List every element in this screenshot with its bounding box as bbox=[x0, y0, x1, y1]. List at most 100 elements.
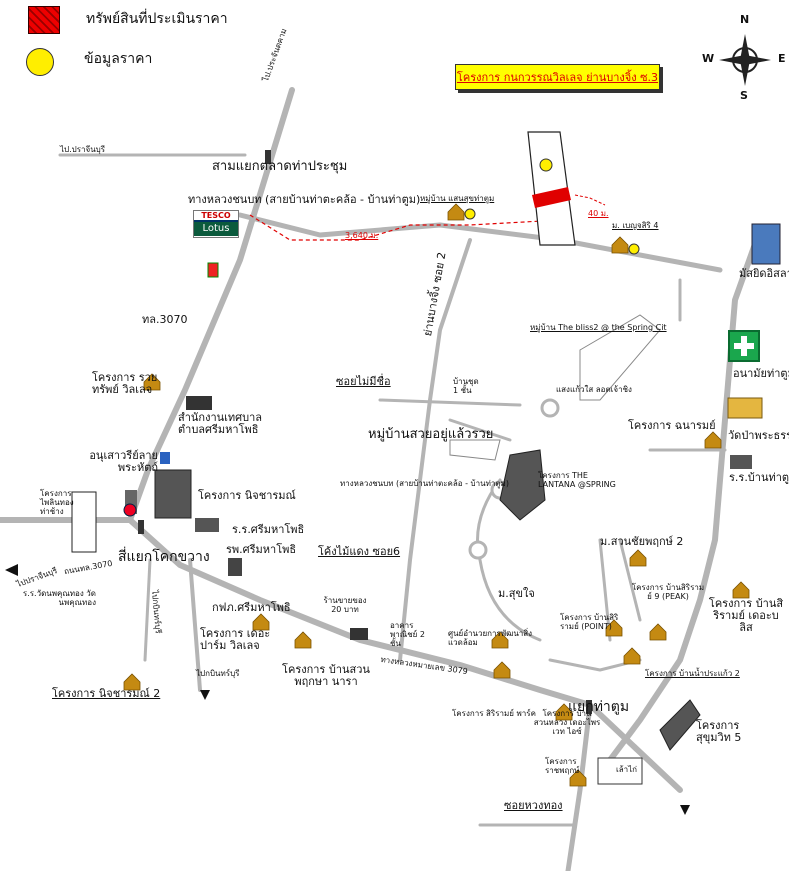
road-local-east-2 bbox=[618, 538, 642, 622]
house-icon-ratch bbox=[569, 769, 587, 787]
temple-building bbox=[727, 397, 763, 419]
label-pl3070: ทล.3070 bbox=[142, 313, 188, 326]
label-suan-chai: ม.สวนชัยพฤกษ์ 2 bbox=[600, 535, 684, 548]
label-siriram-park: โครงการ สิริรามย์ พาร์ค bbox=[452, 709, 536, 718]
hospital-building bbox=[228, 558, 242, 576]
road-right-vertical bbox=[607, 227, 763, 763]
sign-red bbox=[207, 262, 219, 278]
lantana-plot bbox=[499, 449, 546, 521]
label-ratchaphruek: โครงการ ราชพฤกษ์ bbox=[545, 757, 580, 775]
label-school-srimaha: ร.ร.ศรีมหาโพธิ bbox=[232, 523, 305, 536]
road-local-3 bbox=[448, 418, 512, 442]
arrow-west bbox=[5, 564, 18, 576]
price-dot-1 bbox=[539, 158, 553, 172]
shop-building bbox=[350, 628, 368, 640]
label-to-prachinburi: ไป.ปราจีนบุรี bbox=[60, 145, 106, 154]
route-path bbox=[249, 214, 561, 241]
label-siriram-bliss: โครงการ บ้านสิริรามย์ เดอะบลิส bbox=[708, 597, 784, 635]
label-suan-luang: โครงการ บ้านสวนหลวง เดอะไพรเวท ไอซ์ bbox=[533, 709, 601, 736]
house-icon-bliss bbox=[732, 581, 750, 599]
road-soi-6 bbox=[378, 398, 522, 407]
label-highway-3079-b: ไปกบินทร์บุรี bbox=[196, 669, 240, 678]
project-title: โครงการ กนกวรรณวิลเลจ ย่านบางจิ้ง ซ.3 bbox=[455, 64, 660, 90]
house-icon-sukjai bbox=[493, 661, 511, 679]
label-sa-yaek-khok: สี่แยกโคกขวาง bbox=[118, 549, 210, 565]
label-shop20: ร้านขายของ 20 บาท bbox=[323, 596, 367, 614]
chicken-box bbox=[597, 757, 643, 785]
label-muban-saensuk: หมู่บ้าน แสนสุขท่าตูม bbox=[420, 194, 495, 203]
municipal-building bbox=[186, 396, 212, 410]
house-icon-nampr bbox=[623, 647, 641, 665]
house-icon-point bbox=[605, 619, 623, 637]
label-ban-suan: โครงการ บ้านสวน พฤกษา นารา bbox=[282, 663, 370, 689]
traffic-light-1 bbox=[265, 150, 271, 164]
price-dot-3 bbox=[628, 243, 640, 255]
road-curve bbox=[476, 478, 542, 642]
sign-blue bbox=[160, 452, 170, 464]
ptt-logo bbox=[123, 503, 137, 517]
arrow-south-1 bbox=[200, 690, 210, 700]
label-muban-suay: หมู่บ้านสวยอยู่แล้วรวย bbox=[368, 427, 494, 442]
traffic-light-2 bbox=[138, 520, 144, 534]
prok-block bbox=[71, 491, 97, 553]
house-icon-suanchai bbox=[629, 549, 647, 567]
label-soi-mai-mi-chue: ซอยไม่มีชื่อ bbox=[336, 375, 391, 388]
label-sam-yaek: สามแยกตลาดท่าประชุม bbox=[212, 159, 348, 174]
label-wat-school: ร.ร.วัดนพคุณทอง วัดนพคุณทอง bbox=[22, 589, 96, 607]
label-ruay: โครงการ รวย ทรัพย์ วิลเลจ bbox=[92, 371, 158, 397]
label-dist-3640: 3,640 ม. bbox=[345, 231, 379, 240]
label-mo-bencha: ม. เบญจสิริ 4 bbox=[612, 221, 659, 230]
road-soi2 bbox=[398, 238, 472, 662]
label-dist-40: 40 ม. bbox=[588, 209, 609, 218]
house-icon-suanluang bbox=[555, 703, 573, 721]
label-mo-sukjai: ม.สุขใจ bbox=[498, 587, 535, 600]
label-khok-mai-daeng: โค้งไม้แดง ซอย6 bbox=[318, 545, 401, 558]
label-saen-sueb: แสงแก้วใส ลอตเจ้าชิง bbox=[556, 385, 632, 394]
road-north-west bbox=[127, 87, 295, 523]
house-icon-danarom bbox=[704, 431, 722, 449]
house-icon-ruay bbox=[143, 373, 161, 391]
label-kfp: กฟภ.ศรีมหาโพธิ bbox=[212, 601, 291, 614]
label-highway-detour: ทางหลวงชนบท (สายบ้านท่าตะคล้อ - บ้านท่าต… bbox=[188, 193, 421, 206]
roundabout-3 bbox=[468, 540, 488, 560]
house-icon-bencha bbox=[611, 236, 629, 254]
compass-s: S bbox=[740, 89, 748, 102]
road-local-east bbox=[598, 538, 612, 642]
label-danarom: โครงการ ฉนารมย์ bbox=[628, 419, 716, 432]
route-40m bbox=[574, 194, 606, 206]
school-building bbox=[195, 518, 219, 532]
label-rural-road-small: ทางหลวงชนบท (สายบ้านท่าตะคล้อ - บ้านท่าต… bbox=[340, 479, 509, 488]
label-nitcharam2: โครงการ นิจชารมณ์ 2 bbox=[52, 687, 161, 700]
label-point: โครงการ บ้านสิริรามย์ (POINT) bbox=[560, 613, 619, 631]
label-muban-1chan: บ้านชุด 1 ชั้น bbox=[453, 377, 479, 395]
legend-price-swatch bbox=[26, 48, 54, 76]
label-mosque: มัสยิดอิสลาม bbox=[739, 267, 789, 280]
road-south bbox=[565, 702, 593, 871]
suan-suay-outline bbox=[449, 439, 501, 461]
house-icon-siriram9 bbox=[649, 623, 667, 641]
label-monument: อนุเสาวรีย์ลาย พระหัตถ์ bbox=[89, 449, 158, 475]
house-icon-bansuan bbox=[294, 631, 312, 649]
label-soi-huang: ซอยหวงทอง bbox=[504, 799, 563, 812]
road-side-1 bbox=[143, 558, 152, 662]
label-school-thatum: ร.ร.บ้านท่าตูม bbox=[729, 471, 789, 484]
nitcharam-block bbox=[154, 469, 192, 519]
legend-assessed-label: ทรัพย์สินที่ประเมินราคา bbox=[86, 11, 228, 27]
bliss2-outline bbox=[579, 314, 661, 401]
label-yaek-thatum: แยกท่าตูม bbox=[568, 699, 630, 715]
road-nitcharam2 bbox=[188, 558, 202, 692]
house-icon-nitcharam2 bbox=[123, 673, 141, 691]
label-sakol: ศูนย์อำนวยการพัฒนาสิ่งแวดล้อม bbox=[448, 629, 533, 647]
arrow-south-2 bbox=[680, 805, 690, 815]
house-icon-palm bbox=[252, 613, 270, 631]
traffic-light-3 bbox=[586, 700, 592, 714]
label-ban-siriram9: โครงการ บ้านสิริรามย์ 9 (PEAK) bbox=[631, 583, 705, 601]
label-prok-project: โครงการ ไพลินทองท่าช้าง bbox=[40, 489, 74, 516]
label-lantana: โครงการ THE LANTANA @SPRING bbox=[538, 471, 616, 489]
house-icon-sakol bbox=[491, 631, 509, 649]
label-commercial: อาคารพาณิชย์ 2 ชั้น bbox=[390, 621, 425, 648]
school-thatum-building bbox=[730, 455, 752, 469]
label-nam-prakaew: โครงการ บ้านน้ำประแก้ว 2 bbox=[645, 669, 740, 678]
house-icon-saensuk bbox=[447, 203, 465, 221]
